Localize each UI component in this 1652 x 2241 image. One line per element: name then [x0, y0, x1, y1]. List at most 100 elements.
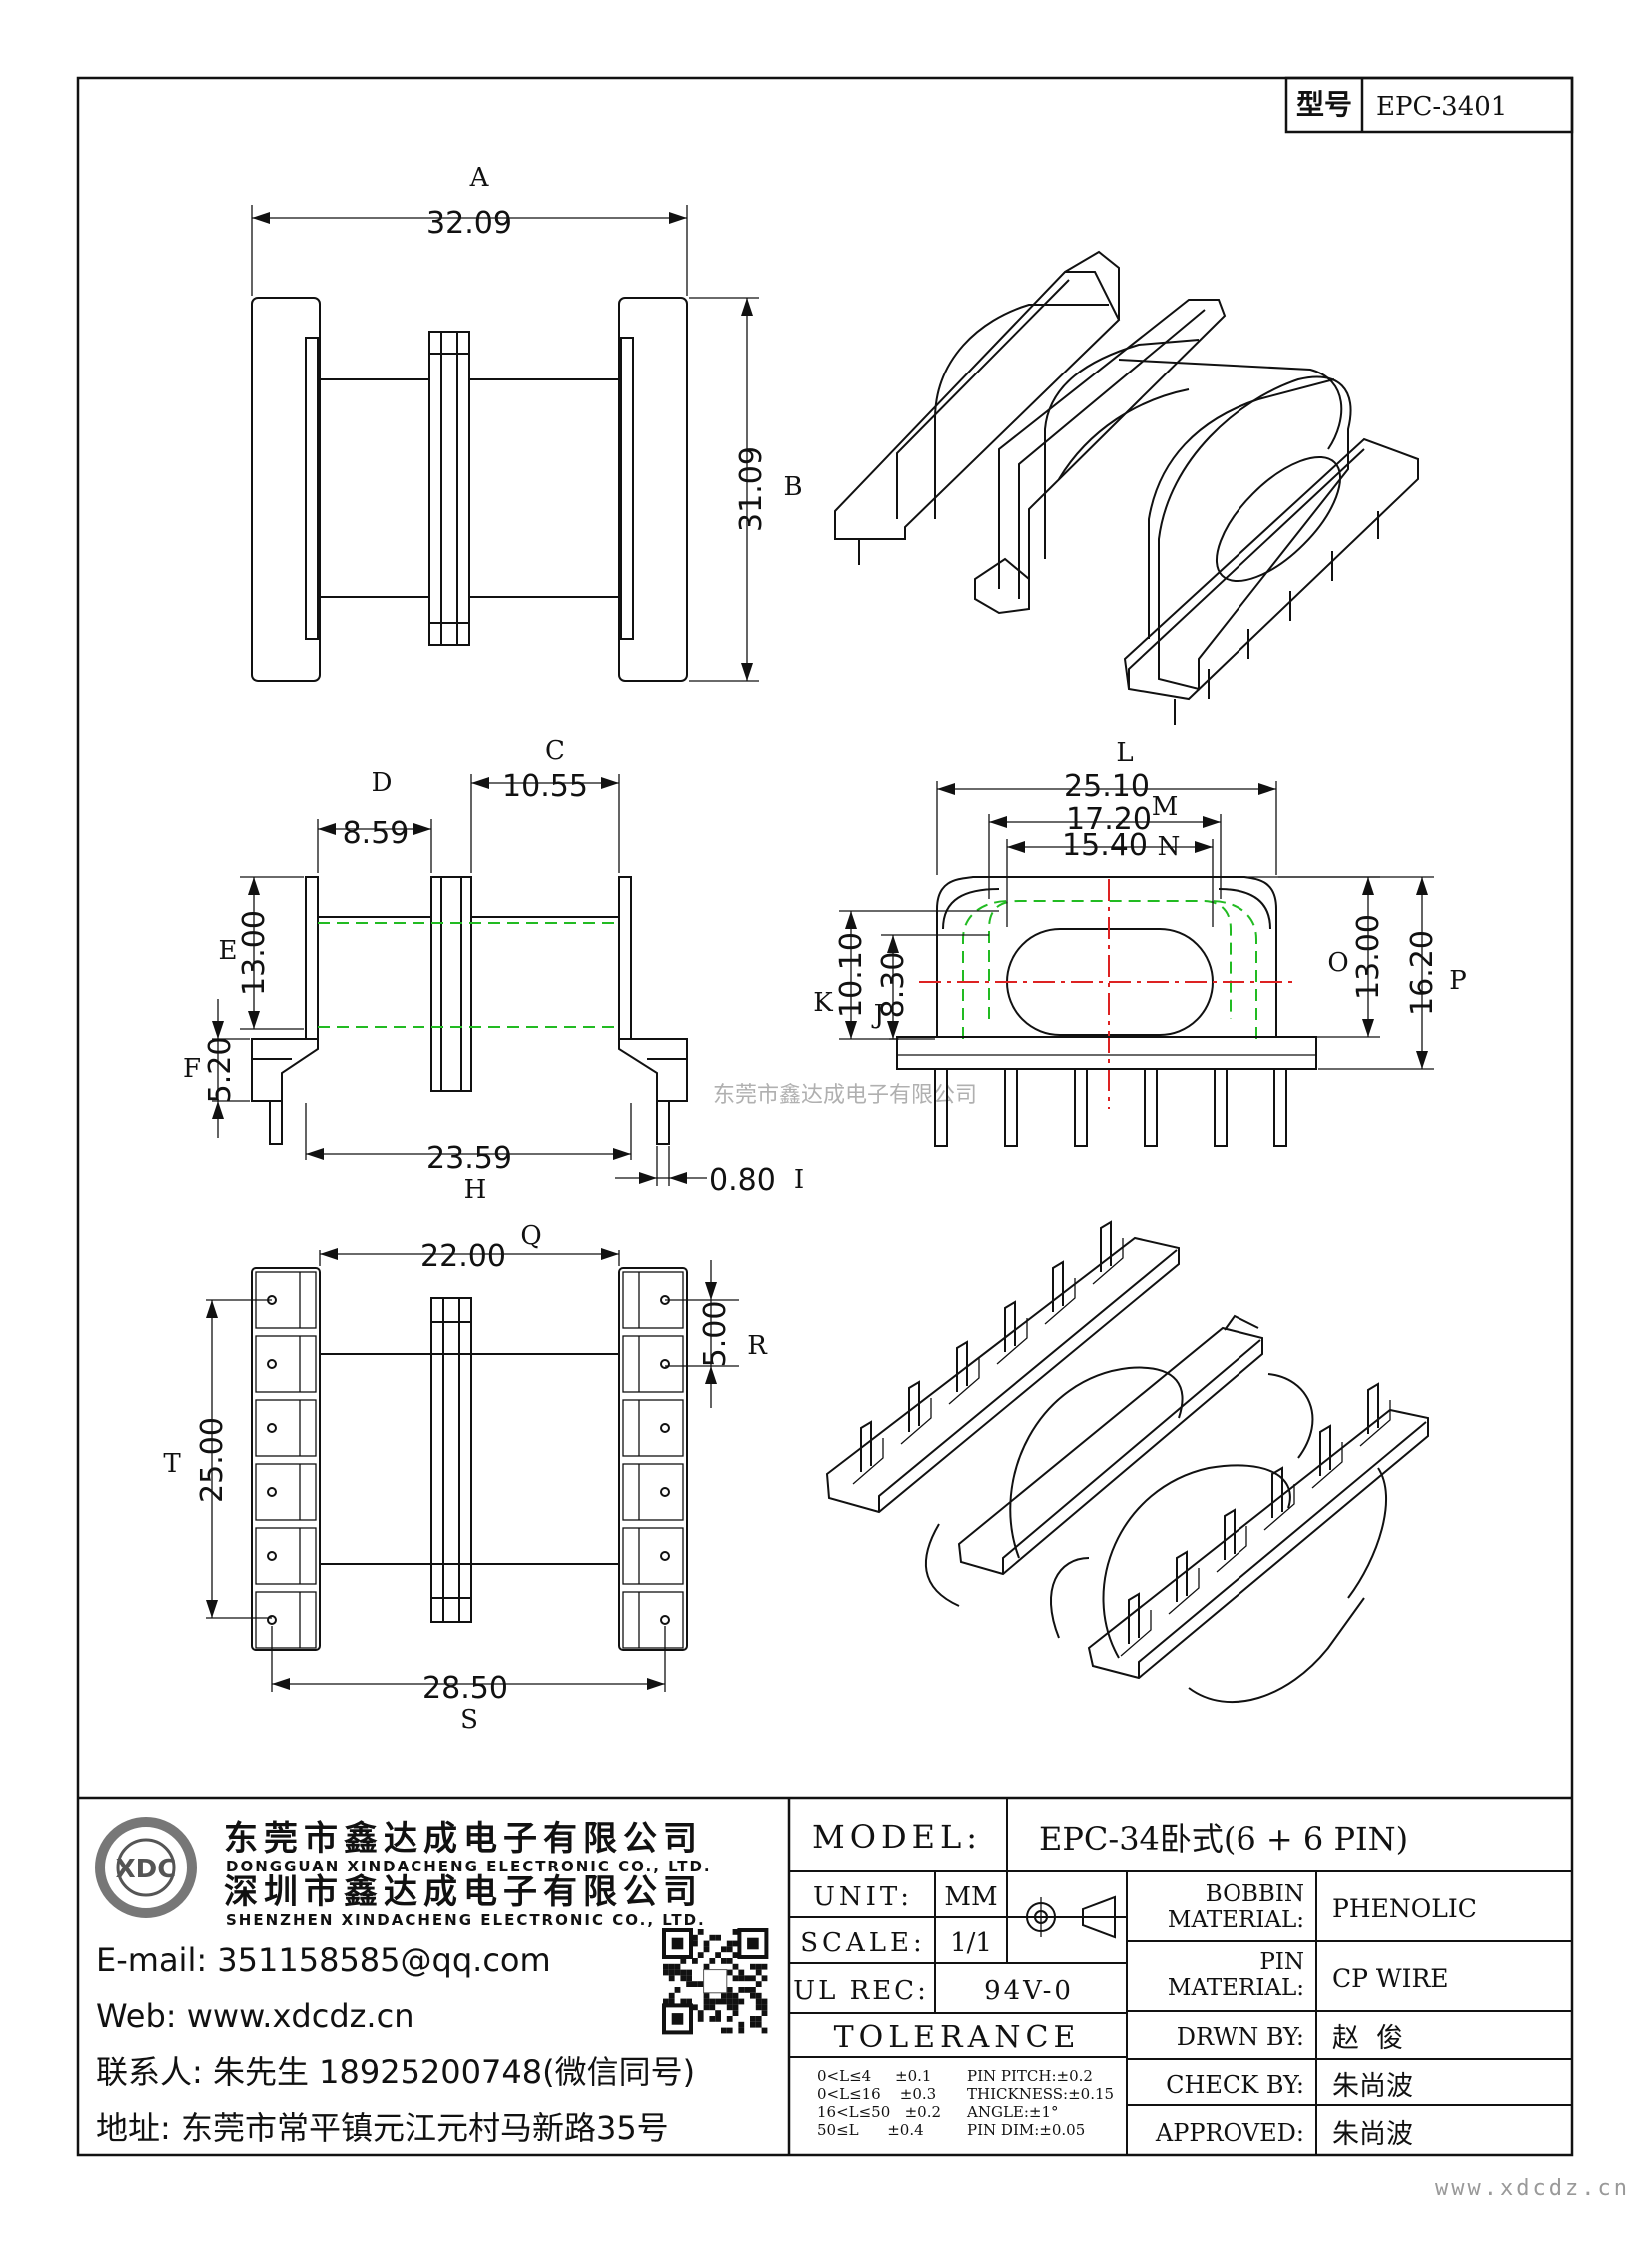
sheet-border	[76, 76, 1574, 2157]
qr-module	[761, 2004, 768, 2011]
qr-finder-3	[662, 2003, 693, 2035]
front-left-flange	[305, 876, 319, 1040]
qr-module	[686, 1975, 692, 1982]
company-logo: XDC	[95, 1817, 197, 1918]
iso2-pin-left-1	[860, 1420, 872, 1472]
qr-module	[663, 1969, 669, 1976]
qr-module	[703, 1992, 710, 1999]
dim-c-value: 10.55	[502, 769, 588, 804]
iso2-pin-right-socket-1	[1120, 1610, 1152, 1657]
tb-bobbin-label-2: MATERIAL:	[1168, 1907, 1304, 1933]
dim-m-letter: M	[1152, 792, 1179, 822]
qr-module	[721, 1946, 727, 1953]
tb-tol-3: 16<L≤50 ±0.2	[817, 2103, 941, 2121]
model-box-value: EPC-3401	[1376, 92, 1507, 122]
qr-module	[738, 1998, 745, 2005]
qr-module	[755, 1963, 762, 1970]
qr-module	[674, 1969, 681, 1976]
qr-module	[732, 1963, 739, 1970]
bottom-pin-left-3	[267, 1423, 277, 1433]
iso2-pin-left-socket-6	[1092, 1238, 1124, 1285]
qr-module	[686, 1998, 692, 2005]
tb-check-label: CHECK BY:	[1166, 2071, 1304, 2099]
qr-module	[668, 1963, 675, 1970]
dim-i-arrows	[639, 1172, 687, 1184]
qr-module	[697, 2010, 704, 2016]
bottom-slot-left-2	[255, 1335, 317, 1393]
dim-e-arrows	[248, 877, 260, 1029]
side-view: 25.10 L 17.20 M 15.40 N 10.10 K 8.30 J	[813, 738, 1467, 1147]
model-box: 型号 EPC-3401	[1284, 76, 1574, 134]
tb-unit-label: UNIT:	[813, 1882, 913, 1912]
dim-c-letter: C	[545, 736, 565, 766]
bottom-right-rail	[618, 1267, 688, 1651]
iso2-pin-left-3	[956, 1340, 968, 1392]
top-mid-cap-2	[428, 622, 470, 646]
iso2-right-rail-edge	[1138, 1421, 1427, 1678]
qr-module	[755, 2021, 762, 2028]
tb-tol-5: PIN PITCH:±0.2	[967, 2067, 1093, 2085]
dim-p-letter: P	[1449, 966, 1467, 996]
qr-module	[715, 1934, 721, 1941]
qr-module	[715, 2016, 721, 2022]
dim-p-value: 16.20	[1405, 930, 1440, 1016]
iso2-coil-r3	[1267, 1373, 1314, 1459]
dim-o-letter: O	[1327, 948, 1348, 978]
model-box-frame	[1284, 76, 1574, 134]
tb-tol-7: ANGLE:±1°	[966, 2103, 1059, 2121]
iso2-coil-l3	[1049, 1557, 1090, 1639]
iso2-pin-right-socket-2	[1168, 1568, 1200, 1615]
tb-bobbin-label-1: BOBBIN	[1206, 1881, 1304, 1907]
qr-module	[697, 2016, 704, 2022]
dim-j-value: 8.30	[876, 952, 911, 1019]
iso2-left-rail	[825, 1236, 1180, 1514]
qr-module	[750, 1963, 756, 1970]
bottom-slot-right-3	[622, 1399, 684, 1457]
iso2-mid-bar-top	[1224, 1314, 1259, 1331]
iso1-left-flange	[834, 271, 1121, 540]
bottom-pin-right-5	[660, 1551, 670, 1561]
dim-d-value: 8.59	[343, 816, 410, 851]
qr-finder-1	[662, 1928, 693, 1959]
tb-bobbin-value: PHENOLIC	[1332, 1894, 1477, 1923]
bottom-slot-right-5	[622, 1527, 684, 1585]
iso2-pin-right-3	[1224, 1508, 1236, 1560]
qr-module	[761, 2027, 768, 2034]
qr-module	[709, 1958, 716, 1964]
dim-j-letter: J	[871, 1000, 884, 1030]
qr-module	[703, 1998, 710, 2005]
dim-e-letter: E	[219, 936, 238, 966]
qr-module	[726, 2004, 733, 2011]
qr-module	[721, 2027, 727, 2034]
qr-module	[668, 1969, 675, 1976]
bottom-pin-left-2	[267, 1359, 277, 1369]
dim-h-letter: H	[464, 1175, 487, 1205]
qr-module	[709, 2004, 716, 2011]
iso2-pins	[852, 1220, 1391, 1657]
side-pin-1	[934, 1068, 948, 1147]
top-right-flange	[618, 297, 688, 682]
side-green-outer-l	[962, 900, 1010, 1039]
iso1-coil-left	[934, 304, 1109, 519]
qr-module	[732, 1975, 739, 1982]
iso2-coil-r4	[1347, 1467, 1387, 1599]
tb-tol-6: THICKNESS:±0.15	[967, 2085, 1114, 2103]
footer-url: www.xdcdz.cn	[1435, 2176, 1630, 2201]
tb-check-value: 朱尚波	[1332, 2071, 1413, 2102]
qr-module	[668, 1992, 675, 1999]
tb-model-label: MODEL:	[812, 1818, 982, 1856]
qr-module	[680, 1969, 687, 1976]
dim-o-arrows	[1362, 877, 1374, 1037]
qr-module	[680, 1998, 687, 2005]
title-block: XDC 东莞市鑫达成电子有限公司 DONGGUAN XINDACHENG ELE…	[78, 1796, 1572, 2155]
tb-unit-value: MM	[944, 1882, 997, 1912]
iso2-pin-right-4	[1271, 1466, 1283, 1518]
qr-finder-core-3	[671, 2013, 684, 2025]
qr-module	[663, 1998, 669, 2005]
qr-module	[668, 1998, 675, 2005]
qr-module	[755, 1969, 762, 1976]
top-mid-divider	[428, 331, 470, 646]
iso2-pin-right-socket-3	[1216, 1526, 1247, 1573]
qr-module	[755, 2016, 762, 2022]
side-green-outer-r	[1210, 900, 1257, 1039]
